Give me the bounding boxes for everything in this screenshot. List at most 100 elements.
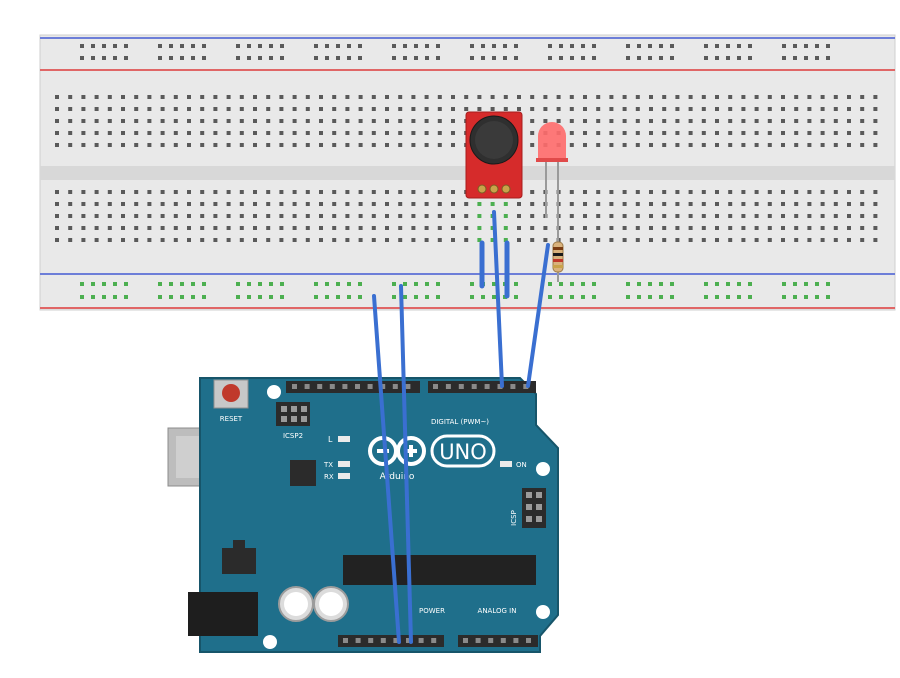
- terminal-hole: [530, 190, 535, 194]
- header-pin: [488, 638, 494, 643]
- rail-hole: [481, 295, 485, 299]
- mic-pin-2: [489, 184, 499, 194]
- terminal-hole: [701, 190, 706, 194]
- rail-hole: [492, 295, 496, 299]
- header-pin: [342, 384, 348, 389]
- terminal-hole: [226, 238, 231, 242]
- terminal-hole: [239, 119, 244, 123]
- terminal-hole: [767, 214, 772, 218]
- terminal-hole: [200, 238, 205, 242]
- led-on-label: ON: [516, 461, 527, 469]
- atmega-chip: [343, 555, 536, 585]
- terminal-hole: [688, 238, 693, 242]
- rail-hole: [715, 295, 719, 299]
- terminal-hole: [279, 226, 284, 230]
- rail-hole: [637, 295, 641, 299]
- terminal-hole: [754, 95, 759, 99]
- terminal-hole: [121, 214, 125, 218]
- rail-hole: [704, 56, 708, 60]
- terminal-hole: [860, 238, 865, 242]
- terminal-hole: [794, 95, 799, 99]
- terminal-hole: [451, 131, 455, 135]
- rail-hole: [592, 44, 596, 48]
- terminal-hole: [451, 190, 455, 194]
- rail-hole: [425, 44, 429, 48]
- header-pin: [343, 638, 348, 643]
- header-pin: [433, 384, 438, 389]
- terminal-hole: [635, 107, 640, 111]
- terminal-hole: [226, 95, 231, 99]
- terminal-hole: [239, 238, 244, 242]
- rail-hole: [648, 44, 652, 48]
- terminal-hole: [305, 107, 310, 111]
- terminal-hole: [266, 238, 271, 242]
- terminal-hole: [622, 95, 627, 99]
- dc-power-jack: [188, 592, 258, 636]
- terminal-hole: [173, 107, 178, 111]
- rail-hole: [815, 44, 819, 48]
- terminal-hole: [279, 190, 284, 194]
- header-pin: [500, 638, 506, 643]
- terminal-hole: [173, 214, 178, 218]
- rail-hole: [826, 295, 830, 299]
- terminal-hole: [741, 143, 746, 147]
- terminal-hole: [477, 95, 482, 99]
- rail-hole: [748, 282, 752, 286]
- terminal-hole: [873, 202, 878, 206]
- terminal-hole: [332, 238, 337, 242]
- rail-hole: [314, 56, 318, 60]
- terminal-hole: [134, 202, 139, 206]
- rail-hole: [113, 295, 117, 299]
- terminal-hole: [833, 238, 838, 242]
- rail-hole: [236, 56, 240, 60]
- rail-hole: [202, 44, 206, 48]
- terminal-hole: [94, 143, 99, 147]
- terminal-hole: [701, 226, 706, 230]
- rail-hole: [826, 44, 830, 48]
- header-pin: [431, 638, 437, 643]
- terminal-hole: [68, 214, 73, 218]
- rail-hole: [503, 56, 507, 60]
- rail-hole: [793, 56, 797, 60]
- terminal-hole: [530, 143, 535, 147]
- terminal-hole: [319, 202, 323, 206]
- header-pin: [368, 638, 374, 643]
- rail-hole: [403, 56, 407, 60]
- terminal-hole: [675, 214, 680, 218]
- rail-hole: [358, 282, 362, 286]
- terminal-hole: [411, 95, 416, 99]
- terminal-hole: [292, 95, 297, 99]
- terminal-hole: [94, 238, 99, 242]
- terminal-hole: [662, 214, 667, 218]
- rail-hole: [670, 295, 674, 299]
- rail-hole: [124, 295, 128, 299]
- terminal-hole: [675, 119, 680, 123]
- terminal-hole: [305, 131, 310, 135]
- terminal-hole: [398, 119, 403, 123]
- terminal-hole: [583, 238, 587, 242]
- arduino-logo: UNO Arduino: [368, 434, 496, 482]
- terminal-hole: [305, 202, 310, 206]
- rail-hole: [113, 282, 117, 286]
- rail-hole: [414, 295, 418, 299]
- terminal-hole: [860, 226, 865, 230]
- terminal-hole: [226, 202, 231, 206]
- rail-hole: [592, 56, 596, 60]
- rail-hole: [659, 295, 663, 299]
- terminal-hole: [94, 202, 99, 206]
- terminal-hole: [55, 214, 59, 218]
- terminal-hole: [556, 119, 561, 123]
- rail-hole: [191, 56, 195, 60]
- terminal-hole: [147, 238, 152, 242]
- terminal-hole: [569, 238, 574, 242]
- terminal-hole: [675, 226, 680, 230]
- rail-hole: [559, 44, 563, 48]
- terminal-hole: [649, 143, 653, 147]
- terminal-hole: [794, 107, 799, 111]
- header-pin: [471, 384, 477, 389]
- terminal-hole: [741, 131, 746, 135]
- rail-hole: [548, 295, 552, 299]
- terminal-hole: [121, 143, 125, 147]
- terminal-hole: [332, 119, 337, 123]
- terminal-hole: [688, 226, 693, 230]
